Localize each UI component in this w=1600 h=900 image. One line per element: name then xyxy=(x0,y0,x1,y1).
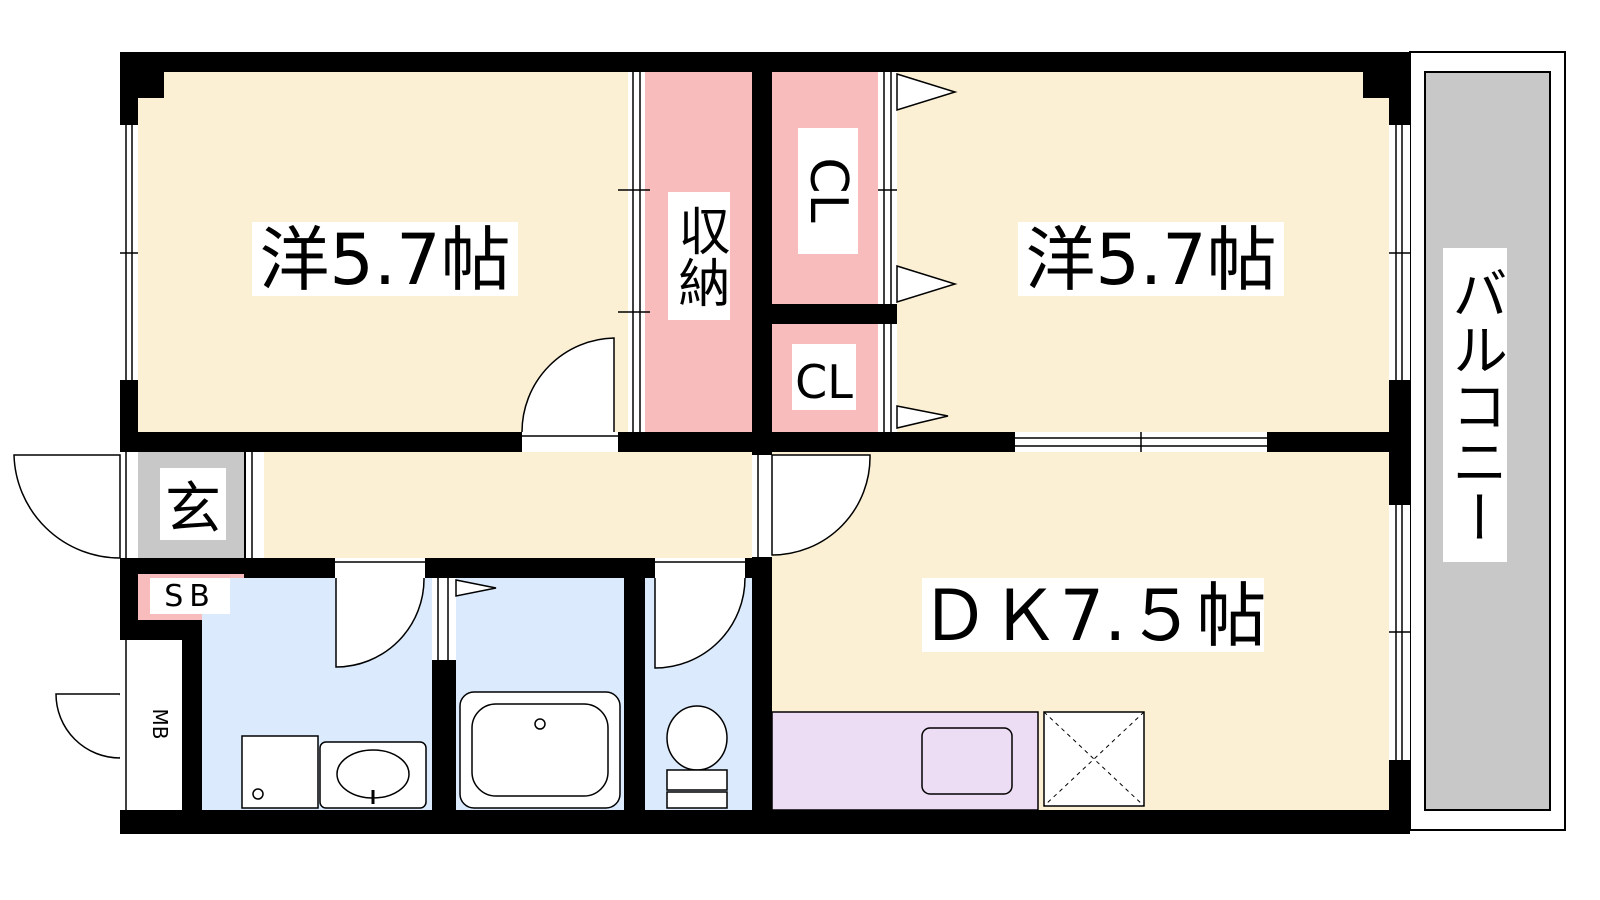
kitchen-counter xyxy=(771,711,1039,811)
door-hall-inner xyxy=(246,452,264,558)
bathtub xyxy=(459,691,621,809)
washing-machine-pan xyxy=(241,735,319,809)
door-washroom xyxy=(335,558,425,668)
room-label-western-left: 洋5.7帖 xyxy=(259,219,510,301)
window-right-upper xyxy=(1389,125,1410,380)
window-left xyxy=(120,125,138,380)
wash-basin xyxy=(319,741,427,809)
pillars xyxy=(138,72,1389,98)
sliding-door-dk xyxy=(1015,432,1267,452)
room-label-storage: 収納 xyxy=(669,204,729,308)
meter-box xyxy=(138,640,182,810)
room-label-entrance: 玄 xyxy=(165,477,221,542)
room-label-shoe-box: SB xyxy=(164,579,216,614)
closet-doors xyxy=(878,72,958,432)
door-dk xyxy=(752,454,871,557)
storage-doors xyxy=(618,72,650,432)
hallway xyxy=(246,452,752,558)
room-label-closet-small: CL xyxy=(795,355,853,409)
door-entrance xyxy=(13,452,138,559)
label-backgrounds xyxy=(150,128,1507,652)
door-meter-box xyxy=(55,640,138,810)
room-label-closet-large: CL xyxy=(798,157,858,222)
room-label-western-right: 洋5.7帖 xyxy=(1025,219,1276,301)
door-bathroom xyxy=(432,578,497,660)
door-toilet xyxy=(654,558,746,669)
room-label-meter-box: MB xyxy=(148,709,172,740)
fridge-space xyxy=(1043,711,1145,807)
window-right-lower xyxy=(1389,505,1410,760)
toilet-fixture xyxy=(666,705,728,809)
room-label-dining-kitchen: ＤＫ7.５帖 xyxy=(920,575,1267,657)
door-western-left xyxy=(521,337,618,452)
room-label-balcony: バルコニー xyxy=(1443,265,1508,545)
